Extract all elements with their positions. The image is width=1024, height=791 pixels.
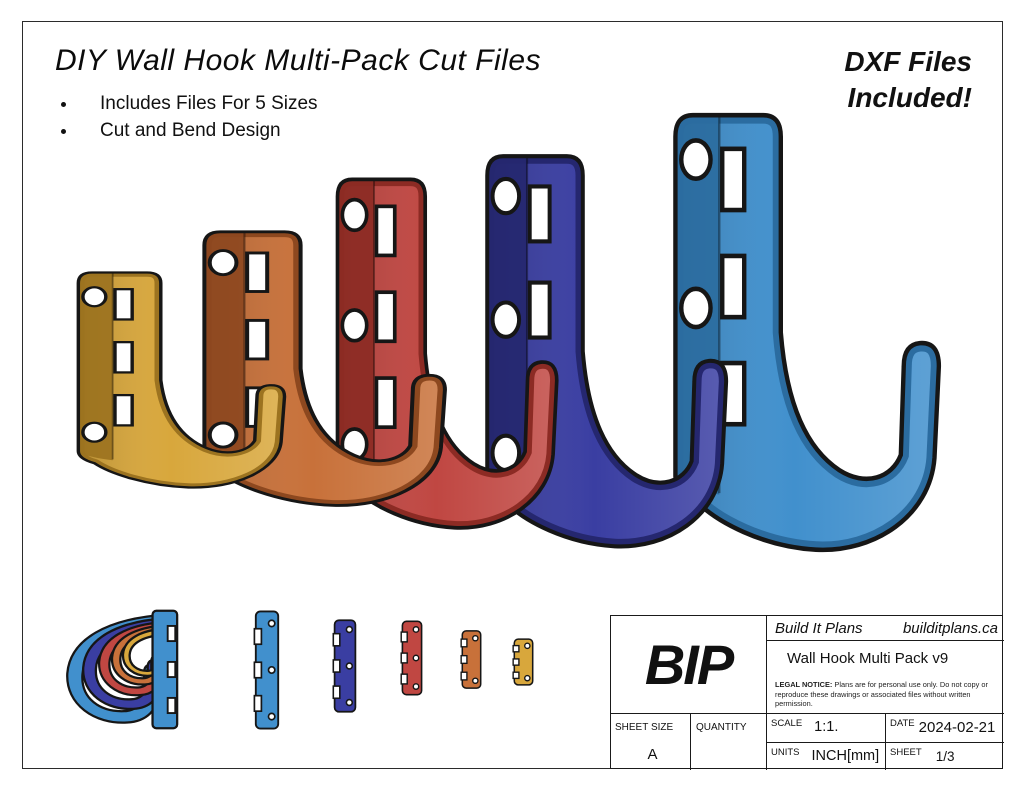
quantity-label: QUANTITY: [696, 722, 747, 733]
quantity-cell: QUANTITY: [691, 714, 767, 770]
legal-notice: LEGAL NOTICE: Plans are for personal use…: [775, 680, 988, 709]
scale-label: SCALE: [771, 718, 803, 729]
sheet-size-cell: SHEET SIZE A: [611, 714, 691, 770]
part-name-cell: Wall Hook Multi Pack v9 LEGAL NOTICE: Pl…: [767, 641, 1004, 714]
sheet-size-value: A: [647, 746, 658, 763]
sheet-border: [22, 21, 1003, 769]
feature-item: Includes Files For 5 Sizes: [78, 90, 318, 117]
sheet-number-cell: SHEET 1/3: [886, 743, 1004, 770]
brand-cell: Build It Plans builditplans.ca: [767, 616, 1004, 641]
feature-item: Cut and Bend Design: [78, 117, 318, 144]
date-cell: DATE 2024-02-21: [886, 714, 1004, 743]
sheet-number-value: 1/3: [935, 749, 955, 764]
units-label: UNITS: [771, 747, 800, 758]
units-cell: UNITS INCH[mm]: [767, 743, 886, 770]
company-website: builditplans.ca: [902, 619, 998, 637]
title-block: BIP Build It Plans builditplans.ca Wall …: [610, 615, 1004, 770]
scale-value: 1:1.: [814, 719, 839, 735]
date-value: 2024-02-21: [918, 719, 996, 736]
sheet-size-label: SHEET SIZE: [615, 722, 674, 733]
sheet-number-label: SHEET: [890, 747, 922, 758]
page-title: DIY Wall Hook Multi-Pack Cut Files: [55, 44, 542, 77]
feature-list: Includes Files For 5 Sizes Cut and Bend …: [62, 90, 318, 144]
date-label: DATE: [890, 718, 915, 729]
logo-text: BIP: [644, 633, 734, 696]
company-name: Build It Plans: [775, 619, 863, 637]
dxf-included-note: DXF Files Included!: [844, 46, 972, 113]
units-value: INCH[mm]: [811, 748, 880, 764]
logo-cell: BIP: [611, 616, 767, 714]
part-name: Wall Hook Multi Pack v9: [787, 650, 949, 667]
scale-cell: SCALE 1:1.: [767, 714, 886, 743]
